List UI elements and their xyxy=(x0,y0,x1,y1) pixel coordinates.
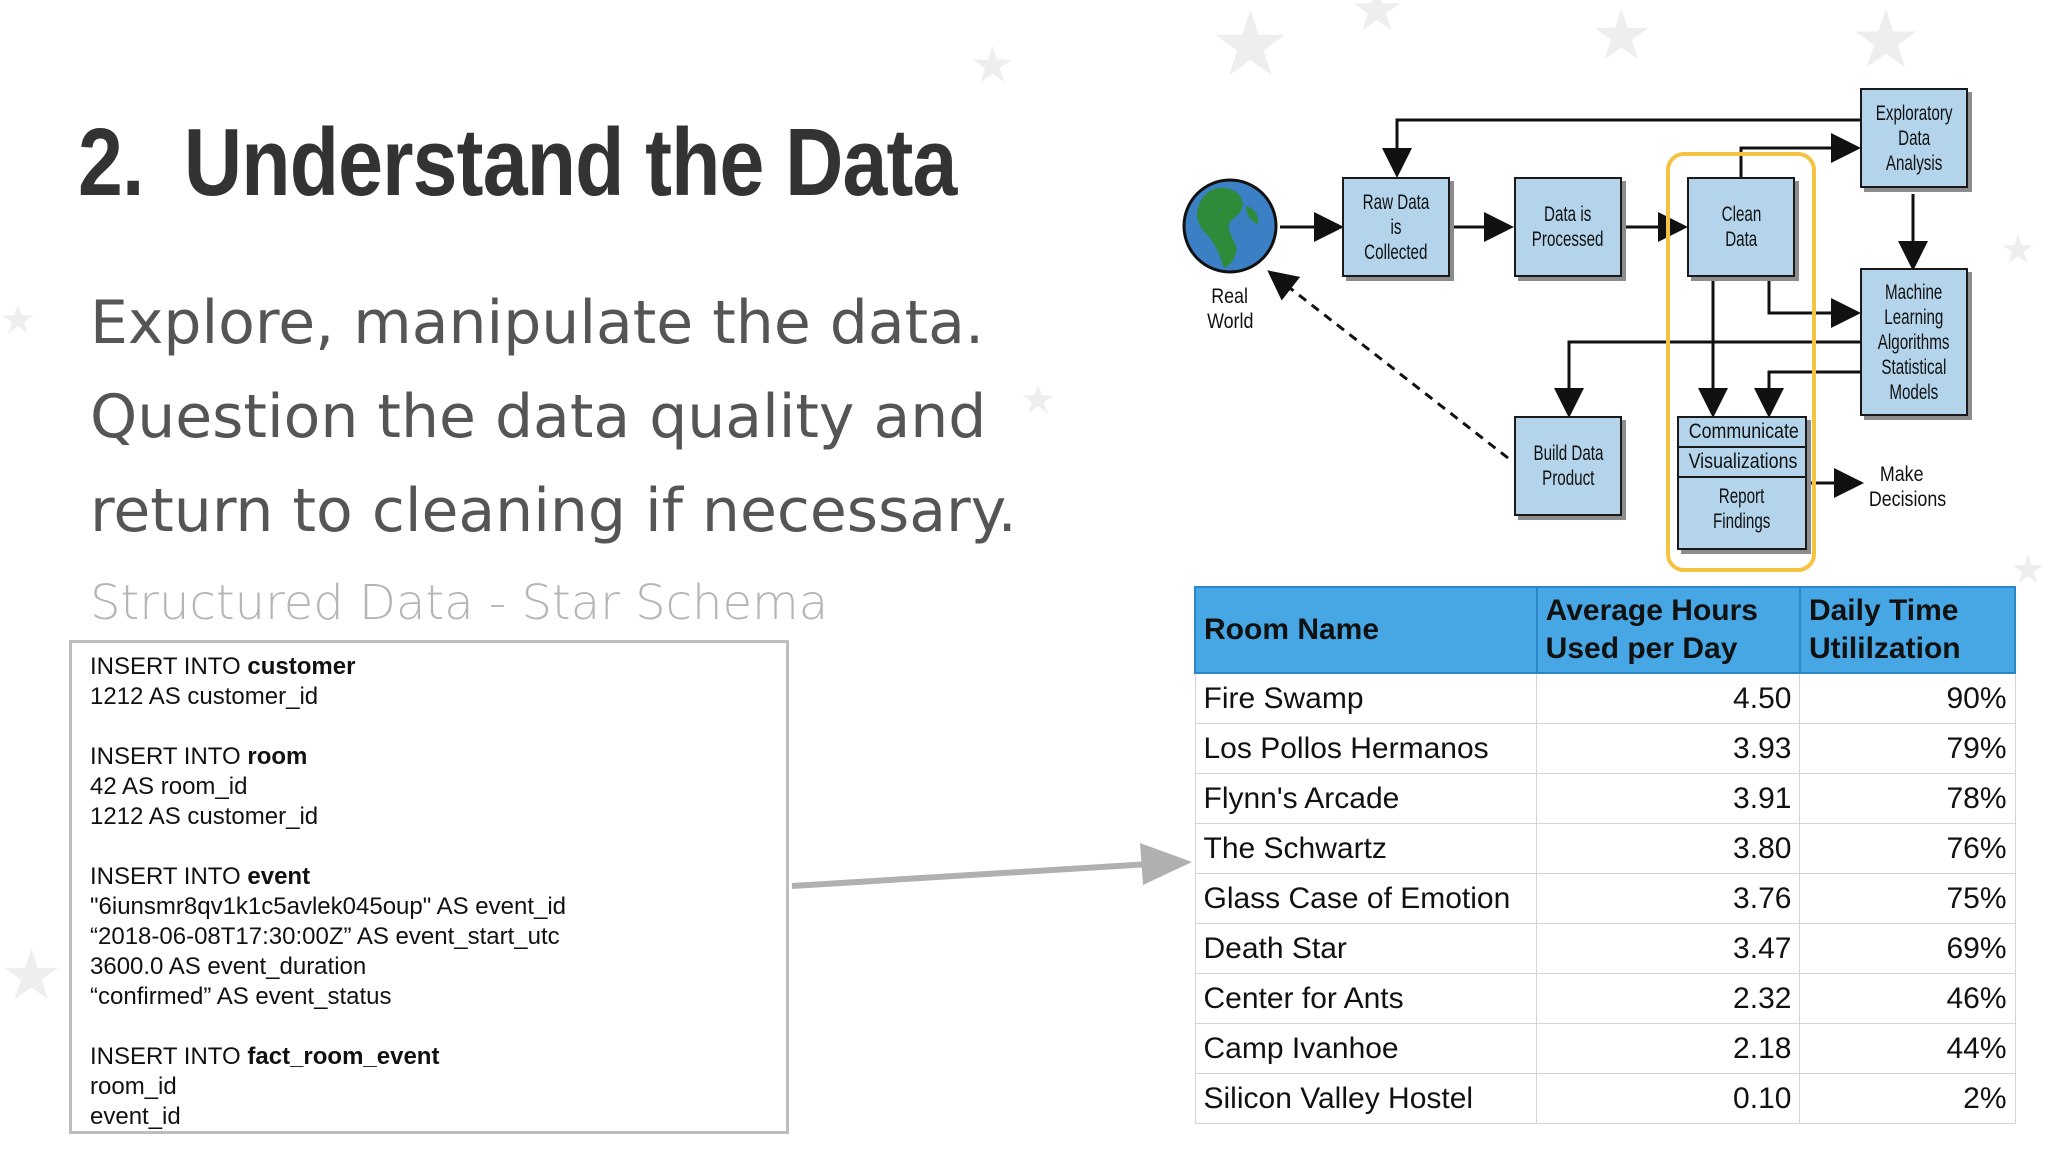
slide-title: 2. Understand the Data xyxy=(78,108,957,218)
room-name-cell: Silicon Valley Hostel xyxy=(1194,1073,1538,1124)
utilization-cell: 90% xyxy=(1799,672,2016,724)
utilization-cell: 78% xyxy=(1799,773,2016,824)
sql-line: 3600.0 AS event_duration xyxy=(90,953,367,980)
hours-cell: 3.80 xyxy=(1536,823,1801,874)
hours-cell: 3.47 xyxy=(1536,923,1801,974)
sql-line: 42 AS room_id xyxy=(90,773,248,800)
sql-keyword: INSERT INTO xyxy=(90,653,248,680)
hours-cell: 3.76 xyxy=(1536,873,1801,924)
sql-block-room: INSERT INTO room 42 AS room_id 1212 AS c… xyxy=(90,742,786,832)
sql-table-name: customer xyxy=(247,653,356,680)
room-name-cell: Death Star xyxy=(1194,923,1538,974)
room-name-cell: Los Pollos Hermanos xyxy=(1194,723,1538,774)
sql-line: “confirmed” AS event_status xyxy=(90,983,392,1010)
room-name-cell: The Schwartz xyxy=(1194,823,1538,874)
sql-line: room_id xyxy=(90,1073,177,1100)
sql-line: 1212 AS customer_id xyxy=(90,803,319,830)
sql-line: event_id xyxy=(90,1103,181,1130)
utilization-cell: 46% xyxy=(1799,973,2016,1024)
arrow-head xyxy=(1140,843,1192,885)
sql-keyword: INSERT INTO xyxy=(90,743,248,770)
communicate-label: Communicate xyxy=(1679,418,1805,448)
body-line: return to cleaning if necessary. xyxy=(90,476,1017,546)
room-name-cell: Flynn's Arcade xyxy=(1194,773,1538,824)
sql-table-name: room xyxy=(247,743,308,770)
background-star: ★ xyxy=(1350,0,1404,45)
body-line: Question the data quality and xyxy=(90,382,987,452)
sql-line: “2018-06-08T17:30:00Z” AS event_start_ut… xyxy=(90,923,560,950)
room-name-cell: Fire Swamp xyxy=(1194,672,1538,724)
utilization-cell: 76% xyxy=(1799,823,2016,874)
background-star: ★ xyxy=(1590,0,1653,76)
hours-cell: 4.50 xyxy=(1536,672,1801,724)
utilization-cell: 75% xyxy=(1799,873,2016,924)
utilization-cell: 2% xyxy=(1799,1073,2016,1124)
hours-cell: 2.18 xyxy=(1536,1023,1801,1074)
sql-table-name: fact_room_event xyxy=(247,1043,440,1070)
slide-body: Explore, manipulate the data. Question t… xyxy=(90,276,1070,558)
column-header-room-name: Room Name xyxy=(1194,586,1538,674)
utilization-cell: 44% xyxy=(1799,1023,2016,1074)
hours-cell: 3.93 xyxy=(1536,723,1801,774)
slide-number: 2. xyxy=(78,109,144,216)
sql-keyword: INSERT INTO xyxy=(90,863,248,890)
room-name-cell: Camp Ivanhoe xyxy=(1194,1023,1538,1074)
background-star: ★ xyxy=(1850,0,1922,86)
sql-block-fact-room-event: INSERT INTO fact_room_event room_id even… xyxy=(90,1042,786,1132)
utilization-cell: 69% xyxy=(1799,923,2016,974)
sql-code-box: INSERT INTO customer 1212 AS customer_id… xyxy=(69,640,789,1134)
globe-icon xyxy=(1182,178,1278,274)
hours-cell: 0.10 xyxy=(1536,1073,1801,1124)
room-name-cell: Glass Case of Emotion xyxy=(1194,873,1538,924)
background-star: ★ xyxy=(0,934,63,1016)
arrow-shaft xyxy=(791,861,1151,889)
sql-keyword: INSERT INTO xyxy=(90,1043,248,1070)
background-star: ★ xyxy=(970,36,1015,94)
visualizations-label: Visualizations xyxy=(1679,448,1805,478)
sql-table-name: event xyxy=(247,863,311,890)
body-line: Explore, manipulate the data. xyxy=(90,288,985,358)
background-star: ★ xyxy=(0,297,36,343)
background-star: ★ xyxy=(2010,547,2046,593)
sql-block-customer: INSERT INTO customer 1212 AS customer_id xyxy=(90,652,786,712)
utilization-cell: 79% xyxy=(1799,723,2016,774)
hours-cell: 2.32 xyxy=(1536,973,1801,1024)
schema-heading: Structured Data - Star Schema xyxy=(90,575,829,631)
background-star: ★ xyxy=(2000,227,2036,273)
hours-cell: 3.91 xyxy=(1536,773,1801,824)
sql-line: 1212 AS customer_id xyxy=(90,683,319,710)
sql-line: "6iunsmr8qv1k1c5avlek045oup" AS event_id xyxy=(90,893,567,920)
background-star: ★ xyxy=(1020,377,1056,423)
slide-title-text: Understand the Data xyxy=(183,109,957,216)
room-name-cell: Center for Ants xyxy=(1194,973,1538,1024)
clean-data-highlight xyxy=(1666,152,1816,572)
sql-block-event: INSERT INTO event "6iunsmr8qv1k1c5avlek0… xyxy=(90,862,786,1012)
background-star: ★ xyxy=(1210,0,1291,97)
